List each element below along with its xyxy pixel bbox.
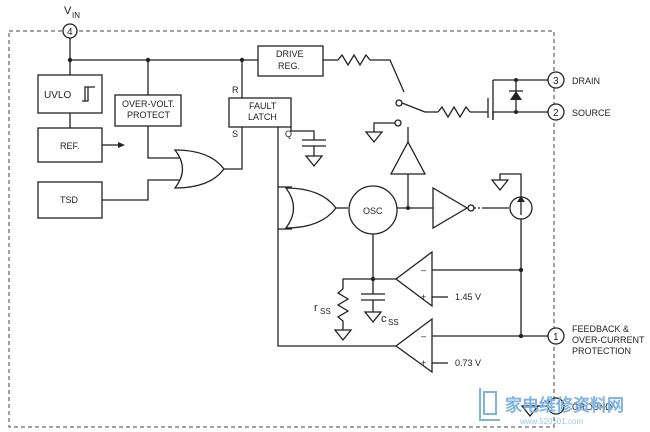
source-label: SOURCE	[572, 108, 611, 118]
wire-or-latch-s	[224, 127, 243, 170]
comparator-softstart	[394, 250, 433, 308]
or-gate-fault	[173, 149, 225, 189]
latch-label-1: FAULT	[249, 101, 277, 111]
junction-drain	[514, 78, 518, 82]
hysteresis-icon	[82, 86, 95, 102]
wire-source	[492, 111, 548, 120]
comp1-minus: –	[421, 265, 426, 275]
wire-current-ground	[499, 173, 522, 197]
ground-icon-switch	[364, 131, 384, 144]
comp2-minus: –	[421, 331, 426, 341]
inverter-bubble	[467, 204, 475, 212]
source-pin	[547, 103, 565, 121]
ground-icon-rss	[333, 329, 353, 342]
watermark-logo: 家电维修资料网 www.520101.com	[479, 388, 624, 426]
wire-resistor-switch	[370, 59, 405, 93]
ground-icon-css	[363, 311, 383, 324]
latch-label-2: LATCH	[248, 112, 277, 122]
rss-label: r	[314, 302, 318, 314]
switch-contact	[395, 99, 403, 107]
ground-icon-current	[490, 179, 510, 192]
ref-label: REF.	[60, 141, 80, 151]
uvlo-label: UVLO	[44, 90, 71, 101]
wire-comp1-osc	[372, 234, 396, 280]
latch-s-label: S	[232, 129, 238, 139]
css-subscript: SS	[388, 318, 399, 327]
comparator-overcurrent	[394, 317, 433, 374]
ref-output-arrow	[118, 142, 125, 148]
ovp-block	[114, 94, 182, 127]
body-diode	[510, 91, 522, 100]
feedback-label-1: FEEDBACK &	[572, 324, 629, 334]
rss-subscript: SS	[320, 307, 331, 316]
source-pin-number: 2	[553, 108, 559, 119]
comp2-plus: +	[421, 358, 426, 368]
comp1-plus: +	[421, 292, 426, 302]
latch-r-label: R	[232, 85, 239, 95]
gate-resistor	[437, 105, 471, 119]
driver-buffer	[389, 140, 427, 175]
vin-pin-number: 4	[67, 27, 73, 38]
drive-label-1: DRIVE	[276, 49, 304, 59]
drain-pin-number: 3	[553, 76, 559, 87]
ovp-label-1: OVER-VOLT.	[122, 99, 175, 109]
wire-switch-ground	[373, 122, 395, 132]
comp1-reference: 1.45 V	[455, 292, 481, 302]
tsd-label: TSD	[60, 195, 79, 205]
watermark-url: www.520101.com	[519, 417, 583, 426]
watermark-text: 家电维修资料网	[505, 395, 624, 415]
vin-subscript: IN	[72, 11, 80, 20]
inverter	[432, 186, 469, 230]
switch-contact-low	[394, 119, 402, 127]
latch-q-label: Q	[285, 129, 292, 139]
drive-label-2: REG.	[278, 61, 300, 71]
drain-label: DRAIN	[572, 76, 600, 86]
ovp-label-2: PROTECT	[127, 110, 171, 120]
css-label: c	[381, 313, 387, 325]
ground-label: GROUND	[572, 402, 612, 412]
comp2-reference: 0.73 V	[455, 358, 481, 368]
feedback-pin-number: 1	[553, 332, 559, 343]
feedback-label-3: PROTECTION	[572, 346, 631, 356]
junction-osc-buffer	[406, 206, 410, 210]
current-arrow-icon	[517, 196, 525, 202]
drain-pin	[547, 71, 565, 89]
vin-label: V	[64, 5, 72, 17]
or-gate-osc	[284, 187, 337, 229]
wire-latch-cap	[290, 127, 315, 140]
osc-label: OSC	[363, 206, 383, 216]
junction-source	[514, 110, 518, 114]
wire-comp2-or	[277, 229, 396, 347]
drive-reg-block	[257, 45, 324, 77]
package-outline	[8, 30, 555, 428]
feedback-label-2: OVER-CURRENT	[572, 335, 645, 345]
fault-latch-block	[228, 97, 292, 128]
ground-icon-pin	[520, 405, 540, 418]
wire-ovp-or	[147, 126, 182, 159]
switch-blade	[401, 102, 426, 113]
wire-rss	[342, 278, 373, 289]
wire-tsd-or	[102, 179, 182, 201]
drive-resistor	[337, 53, 371, 67]
rss-resistor	[336, 288, 350, 330]
feedback-pin	[547, 327, 565, 345]
ground-icon-latch	[304, 155, 324, 168]
